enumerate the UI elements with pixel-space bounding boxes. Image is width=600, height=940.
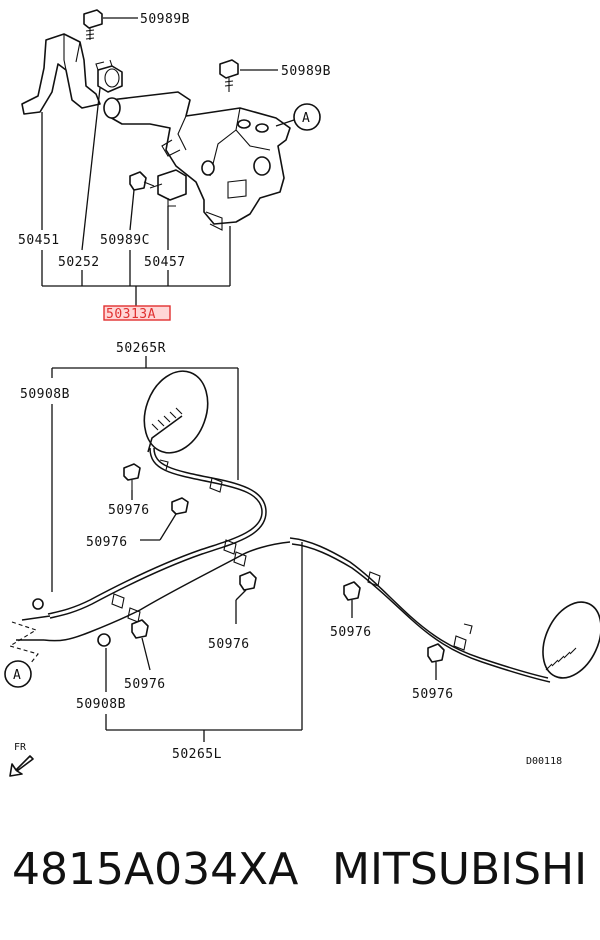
clip-icon	[463, 623, 473, 635]
bolt-d-icon	[343, 581, 361, 601]
lever-assembly-highlight	[103, 305, 171, 321]
label-cable-right: 50265R	[116, 341, 166, 356]
switch-icon	[149, 169, 187, 207]
part-number: 4815A034XA	[12, 844, 299, 895]
leader-line	[129, 189, 135, 231]
label-bolt-f: 50976	[412, 687, 454, 702]
leader-line	[141, 637, 151, 671]
clip-icon	[367, 571, 381, 587]
spring-coils	[545, 647, 577, 671]
spring-coils	[151, 407, 183, 431]
label-grommet-upper: 50908B	[20, 387, 70, 402]
leader-line	[275, 119, 295, 127]
cable-right-line-outer	[49, 447, 267, 619]
bolt-top-left-icon	[83, 9, 103, 40]
label-callout-a: A	[302, 111, 310, 126]
label-callout-a2: A	[13, 668, 21, 683]
clip-icon	[233, 551, 247, 567]
cable-end-icon	[21, 615, 51, 621]
leader-line	[235, 589, 247, 601]
front-arrow-icon	[9, 755, 34, 777]
label-bolt-d: 50976	[330, 625, 372, 640]
label-bolt-mid: 50989C	[100, 233, 150, 248]
parking-brake-diagram: 50989B 50989B A	[4, 9, 600, 777]
grommet-lower-icon	[97, 633, 111, 647]
label-grommet-lower: 50908B	[76, 697, 126, 712]
leader-line	[81, 87, 101, 251]
label-bolt-top-left: 50989B	[140, 12, 190, 27]
cable-right-line	[47, 447, 263, 615]
label-diagram-code: D00118	[526, 756, 562, 767]
callout-a-circle	[293, 103, 321, 131]
label-bracket: 50451	[18, 233, 60, 248]
grommet-upper-icon	[32, 598, 44, 610]
cable-left-line-right-outer	[291, 543, 551, 683]
label-bolt-top-right: 50989B	[281, 64, 331, 79]
label-direction: FR	[14, 742, 27, 753]
bolt-b-icon	[171, 497, 189, 515]
bolt-e-icon	[131, 619, 149, 639]
bolt-top-right-icon	[219, 59, 239, 92]
bolt-mid-icon	[129, 171, 155, 191]
brake-drum-icon	[542, 601, 600, 679]
label-bolt-a: 50976	[108, 503, 150, 518]
clip-icon	[111, 593, 125, 609]
bolt-f-icon	[427, 643, 445, 663]
clip-icon	[223, 539, 237, 555]
clip-icon	[209, 477, 223, 493]
cable-left-line-right	[289, 537, 549, 679]
label-bushing: 50252	[58, 255, 100, 270]
cable-left-line	[43, 541, 291, 642]
bracket-icon	[21, 33, 101, 115]
brake-drum-icon	[143, 370, 209, 454]
bolt-a-icon	[123, 463, 141, 490]
footer: 4815A034XA MITSUBISHI	[0, 838, 600, 918]
bolt-c-icon	[239, 571, 257, 591]
brand-name: MITSUBISHI	[332, 844, 588, 895]
leader-line	[159, 513, 177, 541]
clip-icon	[159, 459, 169, 471]
label-lever-assembly: 50313A	[106, 307, 156, 322]
label-cable-left: 50265L	[172, 747, 222, 762]
bushing-icon	[95, 59, 123, 93]
label-bolt-c: 50976	[208, 637, 250, 652]
label-switch: 50457	[144, 255, 186, 270]
label-bolt-b: 50976	[86, 535, 128, 550]
cable-spring-icon	[147, 415, 183, 453]
lever-body-icon	[103, 91, 291, 231]
clip-icon	[453, 635, 467, 651]
label-bolt-e: 50976	[124, 677, 166, 692]
callout-dashed-line	[8, 621, 39, 665]
callout-a2-circle	[4, 660, 32, 688]
